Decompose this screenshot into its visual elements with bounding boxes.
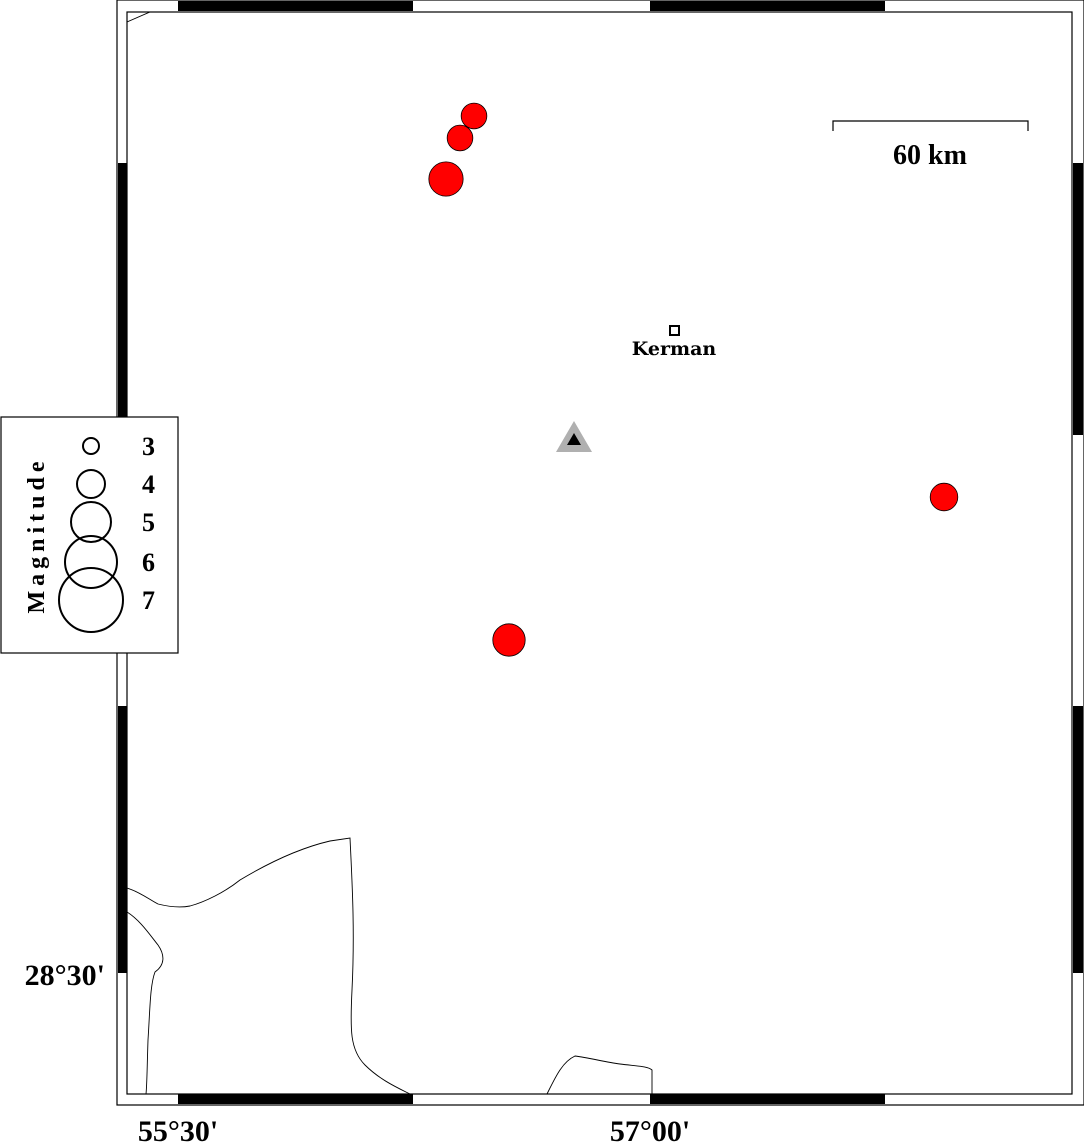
station-triangle-icon <box>556 421 592 452</box>
lon-label-1: 55°30' <box>138 1115 218 1142</box>
city-label: Kerman <box>632 338 717 360</box>
legend-circle-4 <box>76 469 106 499</box>
legend-title: Magnitude <box>24 456 50 613</box>
earthquake-events <box>428 102 959 657</box>
lon-label-2: 57°00' <box>610 1115 690 1142</box>
map-frame <box>116 0 1084 1106</box>
legend-label-7: 7 <box>142 586 155 615</box>
border-line-south <box>546 1055 653 1095</box>
legend-label-5: 5 <box>142 508 155 537</box>
border-line-west <box>126 837 411 1095</box>
border-line-top-left <box>126 11 158 23</box>
legend-circle-6 <box>64 535 118 589</box>
legend-circle-3 <box>82 437 100 455</box>
lat-label-1: 28°30' <box>25 959 105 992</box>
event-marker-2 <box>446 124 474 152</box>
event-marker-4 <box>929 482 959 512</box>
legend-label-6: 6 <box>142 548 155 577</box>
legend-label-3: 3 <box>142 432 155 461</box>
legend-circle-7 <box>58 567 124 633</box>
legend-circle-5 <box>70 501 112 543</box>
city-square-icon <box>669 325 680 336</box>
event-marker-1 <box>460 102 488 130</box>
axis-labels: 55°30' 57°00' 28°30' <box>25 959 691 1142</box>
event-marker-5 <box>492 623 526 657</box>
magnitude-legend: Magnitude 3 4 5 6 7 <box>0 416 179 654</box>
scale-bar: 60 km <box>832 120 1029 171</box>
event-marker-3 <box>428 161 464 197</box>
legend-label-4: 4 <box>142 470 155 499</box>
scale-bar-label: 60 km <box>893 140 967 171</box>
border-lines <box>126 11 653 1095</box>
city-kerman: Kerman <box>632 325 717 360</box>
border-line-west-2 <box>126 911 164 1095</box>
